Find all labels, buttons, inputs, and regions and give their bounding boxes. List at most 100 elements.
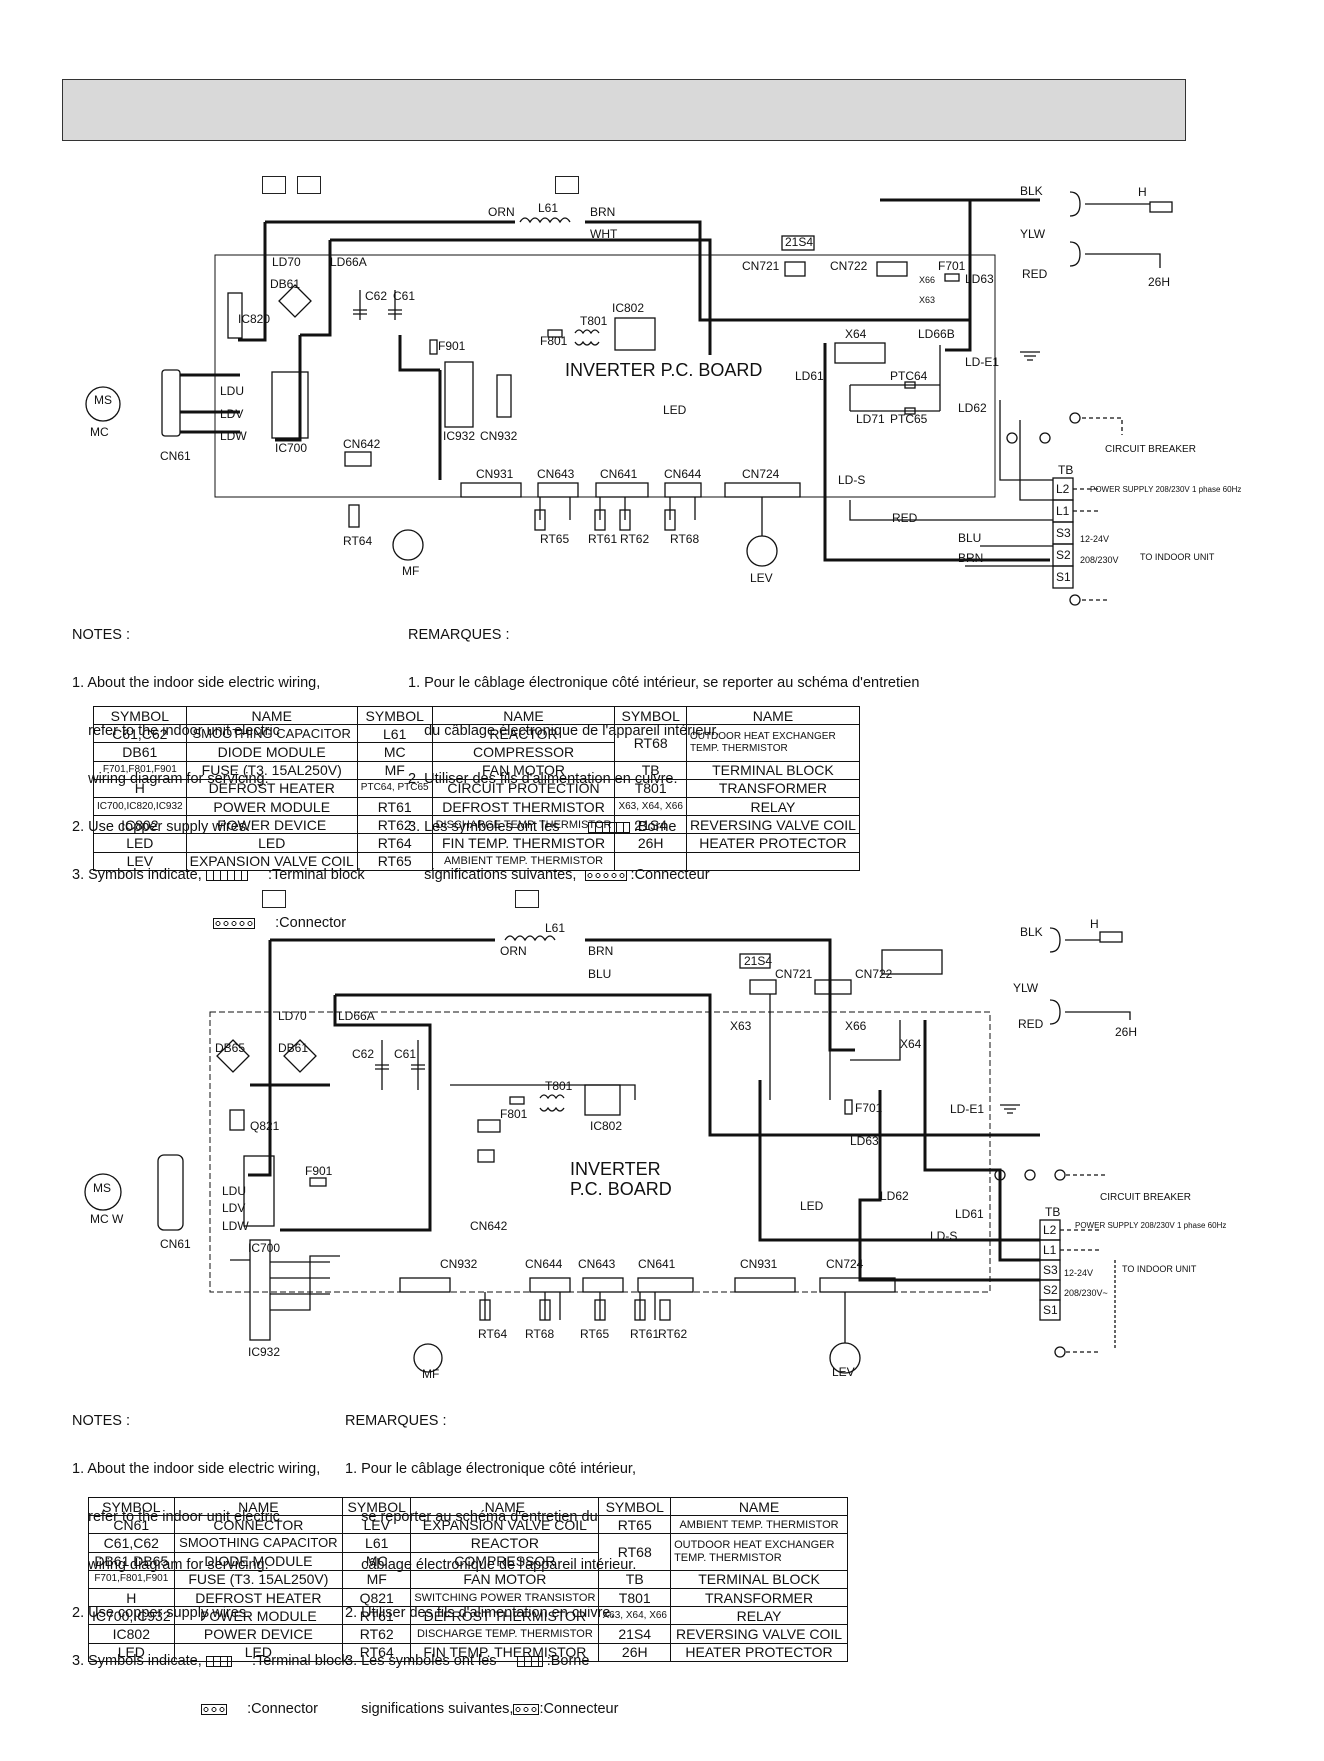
model-box-1c [555, 176, 579, 194]
d1-x66: X66 [919, 275, 935, 285]
d1-l1: L1 [1056, 504, 1070, 518]
d1-rt68: RT68 [670, 532, 699, 546]
d2-cn643: CN643 [578, 1257, 616, 1271]
d2-brn: BRN [588, 944, 613, 958]
d2-cn641: CN641 [638, 1257, 676, 1271]
d2-breaker: CIRCUIT BREAKER [1100, 1192, 1191, 1203]
d2-v1224: 12-24V [1064, 1268, 1093, 1278]
d1-cn724: CN724 [742, 467, 780, 481]
d2-21s4: 21S4 [744, 954, 772, 968]
d1-c61: C61 [393, 289, 415, 303]
d1-cn642: CN642 [343, 437, 381, 451]
d2-ld62: LD62 [880, 1189, 909, 1203]
d1-cn641: CN641 [600, 467, 638, 481]
d1-x63: X63 [919, 295, 935, 305]
d2-x66: X66 [845, 1019, 867, 1033]
d2-cn932: CN932 [440, 1257, 478, 1271]
d1-ld61: LD61 [795, 369, 824, 383]
d1-db61: DB61 [270, 277, 300, 291]
d2-indoor: TO INDOOR UNIT [1122, 1264, 1197, 1274]
d2-db65: DB65 [215, 1041, 245, 1055]
d2-26h: 26H [1115, 1025, 1137, 1039]
d2-f801: F801 [500, 1107, 528, 1121]
d1-ld62: LD62 [958, 401, 987, 415]
d1-l2: L2 [1056, 482, 1070, 496]
d2-cn724: CN724 [826, 1257, 864, 1271]
d1-ptc64: PTC64 [890, 369, 928, 383]
connecteur-symbol [584, 869, 627, 881]
d2-ldw: LDW [222, 1219, 249, 1233]
d1-x64: X64 [845, 327, 867, 341]
d1-v1224: 12-24V [1080, 534, 1109, 544]
d2-rt61: RT61 [630, 1327, 659, 1341]
d1-cn722: CN722 [830, 259, 868, 273]
d2-led: LED [800, 1199, 824, 1213]
d1-orn: ORN [488, 205, 515, 219]
d1-c62: C62 [365, 289, 387, 303]
d1-s2: S2 [1056, 548, 1071, 562]
model-box-1b [297, 176, 321, 194]
d1-s3: S3 [1056, 526, 1071, 540]
d2-rt65: RT65 [580, 1327, 609, 1341]
d1-indoor: TO INDOOR UNIT [1140, 552, 1215, 562]
d1-t801: T801 [580, 314, 608, 328]
terminal-block-symbol [205, 869, 248, 881]
d2-ld61: LD61 [955, 1207, 984, 1221]
d2-c62: C62 [352, 1047, 374, 1061]
d1-blk: BLK [1020, 184, 1043, 198]
d1-ic802: IC802 [612, 301, 644, 315]
d1-cn643: CN643 [537, 467, 575, 481]
d1-ldu: LDU [220, 384, 244, 398]
d1-cn931: CN931 [476, 467, 514, 481]
d2-ldu: LDU [222, 1184, 246, 1198]
model-box-2a [262, 890, 286, 908]
d1-breaker: CIRCUIT BREAKER [1105, 444, 1196, 455]
d2-mf: MF [422, 1367, 439, 1380]
d2-ylw: YLW [1013, 981, 1039, 995]
d1-rt62: RT62 [620, 532, 649, 546]
d1-ic700: IC700 [275, 441, 307, 455]
d2-f901: F901 [305, 1164, 333, 1178]
d1-brn: BRN [958, 551, 983, 565]
d1-blu: BLU [958, 531, 981, 545]
d2-s2: S2 [1043, 1283, 1058, 1297]
d1-red: RED [892, 511, 918, 525]
d2-rt62: RT62 [658, 1327, 687, 1341]
d1-ylw: YLW [1020, 227, 1046, 241]
d1-cn932: CN932 [480, 429, 518, 443]
d2-db61: DB61 [278, 1041, 308, 1055]
d1-ms: MS [94, 393, 112, 407]
d1-rt61: RT61 [588, 532, 617, 546]
d2-ld66a: LD66A [338, 1009, 375, 1023]
d2-ic700: IC700 [248, 1241, 280, 1255]
d1-26h: 26H [1148, 275, 1170, 289]
d2-cn644: CN644 [525, 1257, 563, 1271]
d1-lde1: LD-E1 [965, 355, 999, 369]
d2-ic802: IC802 [590, 1119, 622, 1133]
d2-f701: F701 [855, 1101, 883, 1115]
d1-led: LED [663, 403, 687, 417]
connector-symbol-2 [200, 1703, 227, 1715]
d1-ld66b: LD66B [918, 327, 955, 341]
d1-mc: MC [90, 425, 109, 439]
d2-q821: Q821 [250, 1119, 280, 1133]
d2-ic932: IC932 [248, 1345, 280, 1359]
d2-ld63: LD63 [850, 1134, 879, 1148]
d2-cn61: CN61 [160, 1237, 191, 1251]
wiring-diagram-2: ORN L61 BRN BLU 21S4 CN721 CN722 X63 X66… [84, 917, 1226, 1380]
d2-lds: LD-S [930, 1229, 957, 1243]
header-bar [62, 79, 1186, 141]
d2-ld70: LD70 [278, 1009, 307, 1023]
d2-ms: MS [93, 1181, 111, 1195]
d2-orn: ORN [500, 944, 527, 958]
